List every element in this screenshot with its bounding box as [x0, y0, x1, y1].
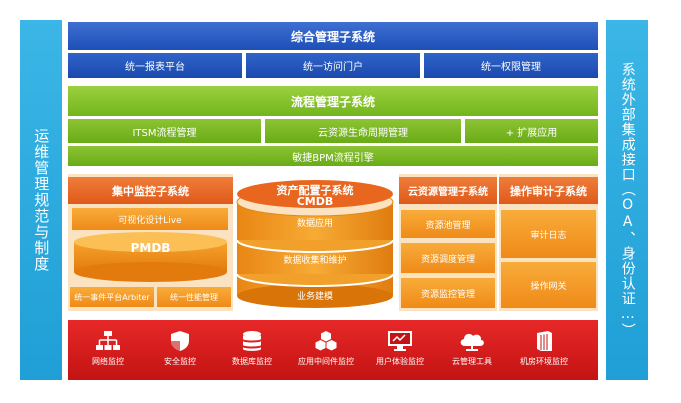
asset-subtitle: CMDB	[296, 195, 334, 208]
tool-middleware: 应用中间件监控	[290, 330, 362, 367]
process-item-extension: + 扩展应用	[465, 119, 598, 143]
tool-datacenter: 机房环境监控	[512, 330, 576, 367]
tool-cloud-label: 云管理工具	[452, 357, 492, 366]
right-side-panel: 系统外部集成接口（OA、身份认证…）	[606, 20, 648, 380]
cloud-icon	[460, 333, 484, 351]
right-side-label: 系统外部集成接口（OA、身份认证…）	[619, 62, 636, 338]
network-icon	[96, 331, 120, 350]
process-item-cloud-lifecycle: 云资源生命周期管理	[265, 119, 461, 143]
asset-layer-modeling: 业务建模	[296, 292, 333, 302]
monitor-visual-design: 可视化设计Live	[72, 208, 228, 230]
tool-user-experience: 用户体验监控	[368, 330, 432, 367]
monitor-performance: 统一性能管理	[157, 287, 231, 307]
pmdb-cylinder	[74, 232, 227, 282]
integrated-title: 综合管理子系统	[68, 22, 598, 50]
audit-title: 操作审计子系统	[499, 177, 598, 204]
tool-database-label: 数据库监控	[232, 357, 272, 366]
shield-icon	[171, 331, 189, 351]
monitor-event-platform: 统一事件平台Arbiter	[70, 287, 154, 307]
asset-layer-data-app: 数据应用	[296, 219, 333, 229]
integrated-item-permission: 统一权限管理	[424, 53, 598, 78]
tool-middleware-label: 应用中间件监控	[298, 357, 354, 366]
audit-log: 审计日志	[501, 210, 596, 258]
tool-security-label: 安全监控	[164, 357, 196, 366]
left-side-panel: 运维管理规范与制度	[20, 20, 62, 380]
audit-gateway: 操作网关	[501, 262, 596, 308]
tool-network: 网络监控	[76, 330, 140, 367]
integrated-item-portal: 统一访问门户	[246, 53, 420, 78]
monitor-title: 集中监控子系统	[68, 177, 233, 204]
asset-layer-data-collect: 数据收集和维护	[283, 256, 347, 266]
cloud-title: 云资源管理子系统	[399, 177, 497, 204]
asset-title: 资产配置子系统	[276, 184, 354, 197]
server-rack-icon	[537, 331, 552, 351]
monitor-icon	[388, 331, 412, 351]
tool-user-experience-label: 用户体验监控	[376, 357, 424, 366]
process-title: 流程管理子系统	[68, 86, 598, 116]
tool-cloud: 云管理工具	[440, 330, 504, 367]
cubes-icon	[315, 331, 337, 351]
left-side-label: 运维管理规范与制度	[32, 128, 51, 272]
cloud-monitoring: 资源监控管理	[401, 278, 495, 308]
integrated-item-report: 统一报表平台	[68, 53, 242, 78]
tool-security: 安全监控	[148, 330, 212, 367]
monitoring-tools-band: 网络监控 安全监控 数据库监控 应用中间件监控	[68, 320, 598, 380]
process-engine: 敏捷BPM流程引擎	[68, 146, 598, 166]
tool-database: 数据库监控	[220, 330, 284, 367]
database-icon	[243, 331, 261, 351]
tool-datacenter-label: 机房环境监控	[520, 357, 568, 366]
cloud-scheduling: 资源调度管理	[401, 243, 495, 273]
cloud-pool: 资源池管理	[401, 210, 495, 238]
pmdb-label: PMDB	[130, 241, 171, 255]
process-item-itsm: ITSM流程管理	[68, 119, 261, 143]
cmdb-cylinder	[236, 180, 394, 308]
tool-network-label: 网络监控	[92, 357, 124, 366]
